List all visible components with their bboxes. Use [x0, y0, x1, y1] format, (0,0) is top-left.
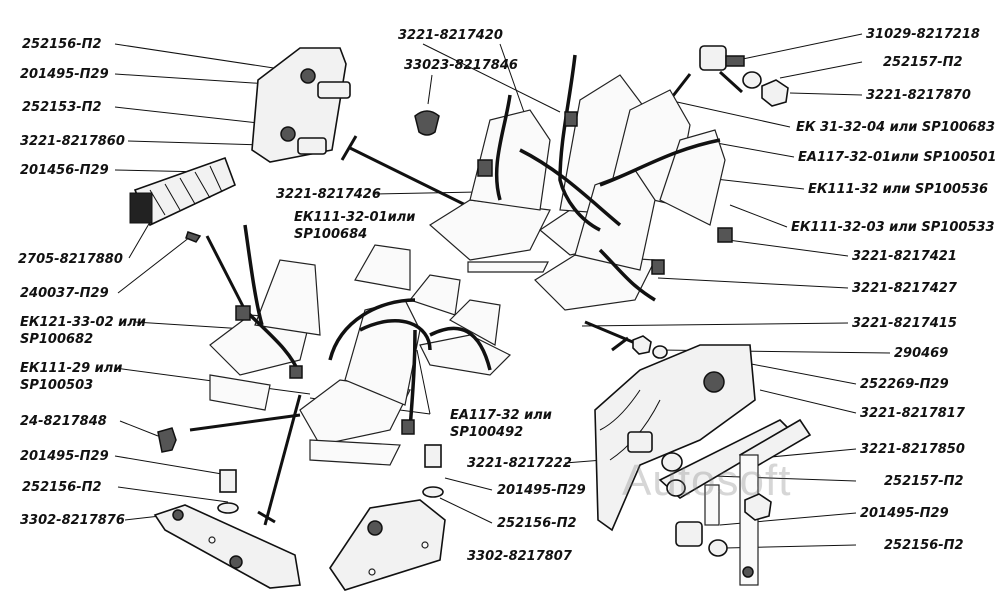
label-201456-p29: 201456-П29	[20, 163, 109, 178]
label-3221-8217427: 3221-8217427	[852, 281, 957, 296]
label-252157-p2-b: 252157-П2	[884, 474, 964, 489]
label-ea117-32-01: ЕА117-32-01или SP100501	[798, 150, 997, 165]
plate-8217807	[329, 444, 446, 591]
label-201495-p29-b: 201495-П29	[20, 449, 109, 464]
plate-8217876	[153, 469, 301, 589]
label-24-8217848: 24-8217848	[20, 414, 107, 429]
label-252156-p2-a: 252156-П2	[22, 37, 102, 52]
label-ek111-32-03: ЕК111-32-03 или SP100533	[791, 220, 995, 235]
label-252269-p29: 252269-П29	[860, 377, 949, 392]
label-2705-8217880: 2705-8217880	[18, 252, 123, 267]
label-ek121-33-02: ЕК121-33-02 или	[20, 315, 146, 330]
label-240037-p29: 240037-П29	[20, 286, 109, 301]
label-3302-8217807: 3302-8217807	[467, 549, 572, 564]
small-nut-washer	[632, 335, 668, 359]
label-sp100492: SP100492	[450, 425, 524, 440]
label-201495-p29-c: 201495-П29	[497, 483, 586, 498]
label-ek111-32-01: ЕК111-32-01или	[294, 210, 416, 225]
top-bolt-set	[699, 45, 789, 107]
seat-group-bottom	[209, 224, 512, 466]
label-ea117-32: ЕА117-32 или	[450, 408, 552, 423]
label-sp100682: SP100682	[20, 332, 94, 347]
label-3221-8217860: 3221-8217860	[20, 134, 125, 149]
label-3221-8217415: 3221-8217415	[852, 316, 957, 331]
floor-bracket	[594, 344, 812, 586]
upper-bracket-assembly	[251, 47, 351, 163]
label-sp100684: SP100684	[294, 227, 368, 242]
label-ek31-32-04: ЕК 31-32-04 или SP100683	[796, 120, 996, 135]
small-screws	[157, 110, 440, 453]
label-3221-8217817: 3221-8217817	[860, 406, 965, 421]
label-31029-8217218: 31029-8217218	[866, 27, 980, 42]
corrugated-cover	[129, 156, 237, 227]
label-3221-8217870: 3221-8217870	[866, 88, 971, 103]
label-252157-p2-a: 252157-П2	[883, 55, 963, 70]
label-33023-8217846: 33023-8217846	[404, 58, 518, 73]
label-3302-8217876: 3302-8217876	[20, 513, 125, 528]
label-3221-8217420: 3221-8217420	[398, 28, 503, 43]
label-201495-p29-a: 201495-П29	[20, 67, 109, 82]
seat-group-top	[428, 54, 733, 311]
label-ek111-32: ЕК111-32 или SP100536	[808, 182, 989, 197]
label-ek111-29: ЕК111-29 или	[20, 361, 123, 376]
label-3221-8217222: 3221-8217222	[467, 456, 572, 471]
watermark: Autosoft	[622, 456, 792, 505]
label-252156-p2-c: 252156-П2	[497, 516, 577, 531]
label-252156-p2-d: 252156-П2	[884, 538, 964, 553]
label-3221-8217850: 3221-8217850	[860, 442, 965, 457]
label-252156-p2-b: 252156-П2	[22, 480, 102, 495]
label-sp100503: SP100503	[20, 378, 94, 393]
label-290469: 290469	[894, 346, 949, 361]
label-252153-p2: 252153-П2	[22, 100, 102, 115]
label-201495-p29-d: 201495-П29	[860, 506, 949, 521]
assembly-pointers	[189, 70, 744, 526]
label-3221-8217426: 3221-8217426	[276, 187, 381, 202]
label-3221-8217421: 3221-8217421	[852, 249, 957, 264]
